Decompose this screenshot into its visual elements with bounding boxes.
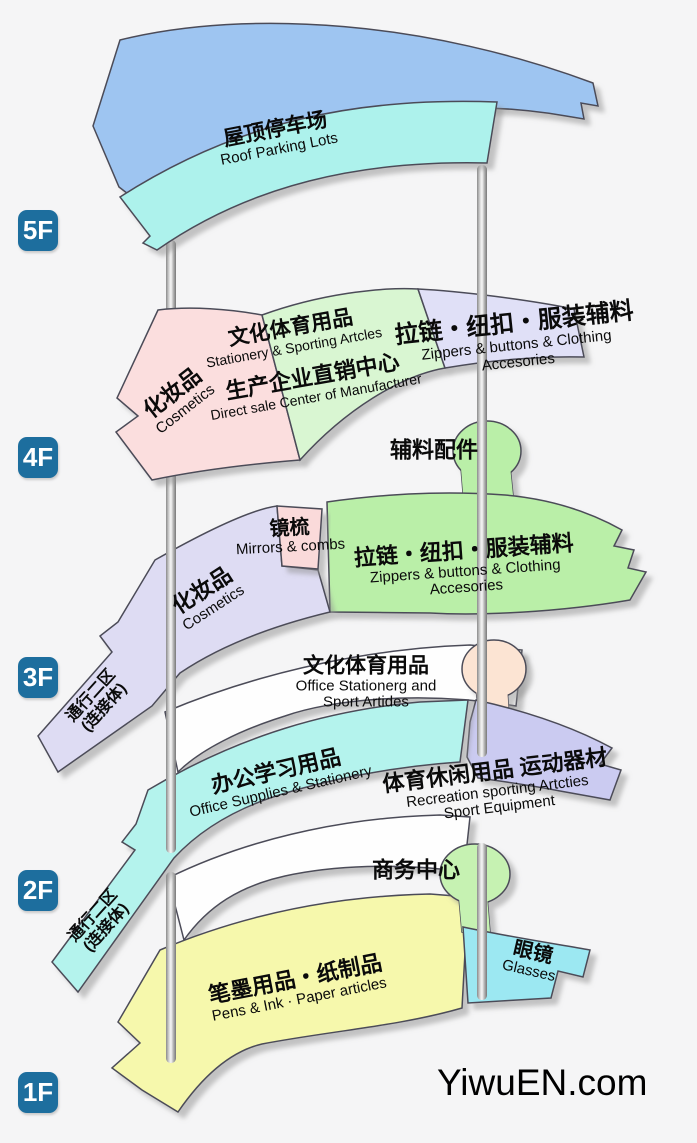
- office-stationery-slab-zh: 文化体育用品: [303, 654, 429, 678]
- label-office-stationery-slab: 文化体育用品 Office Stationerg and Sport Artid…: [296, 654, 437, 711]
- slab-1f: [167, 814, 471, 942]
- section-sports-2f: [466, 699, 622, 801]
- badge-5f: 5F: [18, 210, 58, 251]
- badge-2f: 2F: [18, 870, 58, 911]
- slab-2f: [164, 644, 523, 774]
- badge-3f: 3F: [18, 657, 58, 698]
- pole-right-lower: [477, 843, 487, 1000]
- badge-1f: 1F: [18, 1072, 58, 1113]
- label-mirrors-combs-3f: 镜梳 Mirrors & combs: [234, 515, 346, 560]
- pole-right-upper: [477, 165, 487, 757]
- office-stationery-slab-en2: Sport Artides: [323, 693, 409, 711]
- label-accessories-parts: 辅料配件: [389, 437, 479, 464]
- pole-left-lower: [166, 872, 176, 1063]
- office-stationery-slab-en1: Office Stationerg and: [295, 676, 437, 694]
- badge-4f: 4F: [18, 437, 58, 478]
- band-roof-parking-5f: [118, 100, 498, 251]
- section-cosmetics-4f: [114, 307, 301, 481]
- business-center-zh: 商务中心: [371, 857, 461, 883]
- section-mirrors-combs-3f: [276, 505, 323, 570]
- label-business-center: 商务中心: [371, 857, 461, 884]
- watermark-yiwuen: YiwuEN.com: [437, 1062, 648, 1103]
- section-pens-paper-1f: [110, 893, 469, 1114]
- accessories-parts-zh: 辅料配件: [389, 437, 479, 463]
- section-office-supplies-2f: [51, 699, 469, 994]
